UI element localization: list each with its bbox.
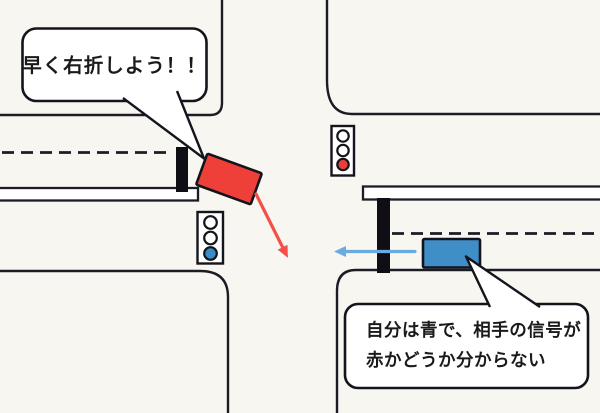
- stop-line-blue-car: [377, 198, 390, 273]
- blue-driver-dialogue-line2: 赤かどうか分からない: [366, 350, 546, 370]
- median-strip-right: [361, 185, 600, 201]
- red-driver-dialogue: 早く右折しよう！！: [22, 54, 207, 77]
- south-lamp-blue: [203, 246, 218, 261]
- median-strip-left: [0, 186, 200, 202]
- south-lamp-middle: [203, 230, 218, 246]
- speech-bubble-red-driver: 早く右折しよう！！: [21, 27, 208, 160]
- stop-line-red-car: [176, 147, 188, 192]
- road-edge-top-right: [325, 0, 600, 116]
- traffic-light-north: [330, 124, 356, 177]
- road-edge-bottom-right: [335, 268, 600, 413]
- north-lamp-top: [336, 129, 350, 143]
- speech-bubble-red-driver-tail: [122, 90, 206, 160]
- speech-bubble-blue-driver-tail: [464, 255, 541, 308]
- north-lamp-middle: [336, 143, 350, 158]
- south-lamp-top: [203, 215, 218, 230]
- road-edge-top-left: [0, 0, 224, 117]
- blue-driver-dialogue-line1: 自分は青で、相手の信号が: [366, 320, 581, 340]
- red-car: [195, 152, 263, 206]
- north-lamp-red: [336, 157, 350, 172]
- speech-bubble-blue-driver: 自分は青で、相手の信号が 赤かどうか分からない: [343, 255, 590, 390]
- traffic-light-south: [196, 210, 225, 265]
- blue-car: [421, 237, 482, 269]
- speech-bubble-red-driver-body: [21, 27, 208, 103]
- road-edge-bottom-left: [0, 269, 230, 413]
- red-car-group: [195, 152, 263, 206]
- red-car-path-arrow: [254, 192, 288, 258]
- speech-bubble-blue-driver-body: [343, 302, 590, 390]
